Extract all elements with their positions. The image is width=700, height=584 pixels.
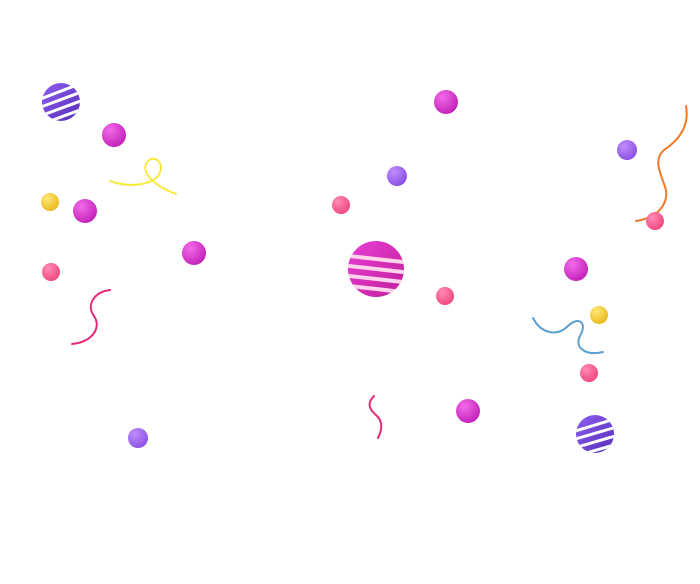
magenta-dot (564, 257, 588, 281)
orange-ribbon (635, 105, 688, 222)
striped-ball-violet-bottom-right (576, 415, 614, 453)
violet-dot (128, 428, 148, 448)
yellow-dot (590, 306, 608, 324)
pink-dot (646, 212, 664, 230)
yellow-ribbon (109, 157, 177, 195)
magenta-dot (102, 123, 126, 147)
yellow-dot (41, 193, 59, 211)
violet-dot (617, 140, 637, 160)
pink-ribbon-center (368, 395, 383, 439)
magenta-dot (182, 241, 206, 265)
magenta-dot (73, 199, 97, 223)
magenta-dot (456, 399, 480, 423)
pink-dot (332, 196, 350, 214)
magenta-dot (434, 90, 458, 114)
violet-dot (387, 166, 407, 186)
pink-dot (42, 263, 60, 281)
pink-ribbon-left (71, 289, 111, 345)
pink-dot (436, 287, 454, 305)
blue-ribbon (532, 317, 604, 354)
striped-ball-violet-top-left (42, 83, 80, 121)
striped-ball-magenta-center (348, 241, 404, 297)
pink-dot (580, 364, 598, 382)
